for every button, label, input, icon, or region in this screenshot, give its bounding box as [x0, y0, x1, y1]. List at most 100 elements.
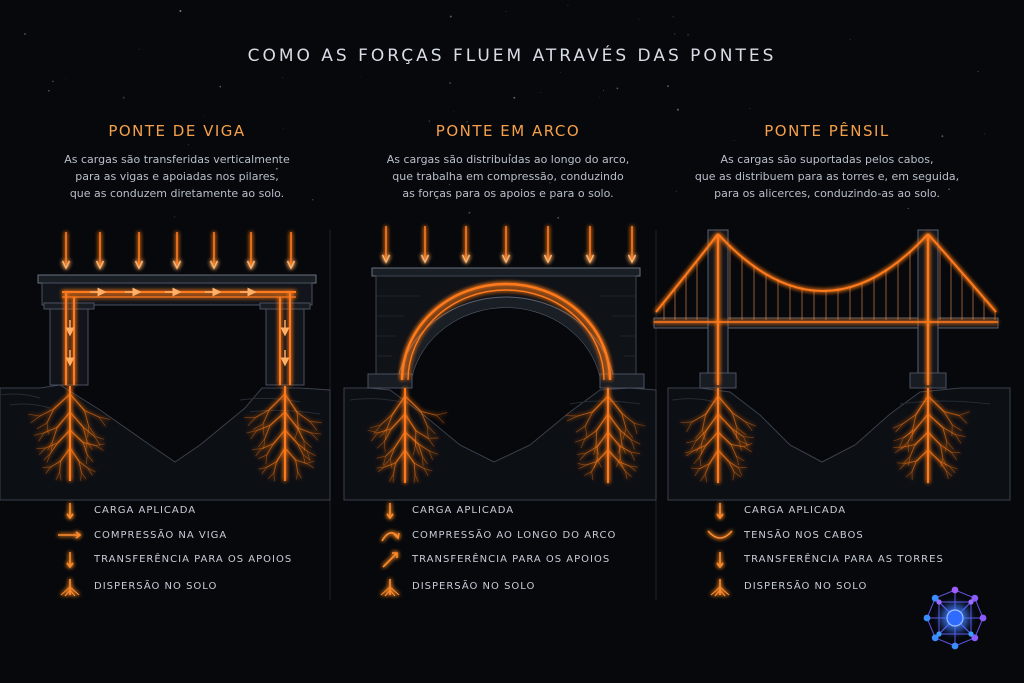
soil-dispersion-roots [367, 388, 448, 483]
legend-label: COMPRESSÃO NA VIGA [94, 530, 228, 541]
star [616, 87, 619, 90]
star [219, 85, 222, 88]
load-arrow-icon [543, 226, 553, 264]
arrow-down-icon [716, 503, 724, 520]
soil-dispersion-roots [244, 386, 322, 482]
star [448, 183, 451, 186]
roots-icon [60, 579, 80, 597]
legend-label: DISPERSÃO NO SOLO [94, 581, 218, 592]
load-arrow-icon [627, 226, 637, 264]
star [849, 38, 851, 40]
star [508, 153, 511, 156]
soil-dispersion-roots [566, 388, 646, 483]
star [559, 72, 561, 74]
star [187, 144, 189, 146]
star [667, 85, 669, 87]
star [414, 48, 416, 50]
star [453, 111, 455, 112]
star [672, 16, 674, 18]
star [449, 82, 451, 84]
legend-label: CARGA APLICADA [744, 505, 847, 516]
star [673, 33, 676, 35]
load-arrow-icon [95, 232, 105, 270]
star [501, 123, 503, 124]
load-arrow-icon [209, 232, 219, 270]
star [466, 191, 468, 193]
legend-label: TRANSFERÊNCIA PARA OS APOIOS [412, 554, 611, 565]
page-title: COMO AS FORÇAS FLUEM ATRAVÉS DAS PONTES [247, 46, 777, 66]
star [495, 54, 497, 56]
right-pier [265, 304, 305, 386]
roots-icon [380, 579, 400, 597]
star [122, 96, 125, 99]
star [338, 5, 339, 7]
star [675, 190, 677, 192]
star [47, 89, 50, 92]
star [428, 120, 431, 122]
soil-dispersion-roots [892, 388, 970, 483]
star [359, 76, 361, 78]
beam-bridge [0, 232, 331, 501]
arrow-right-icon [58, 531, 82, 539]
network-logo-icon [923, 586, 987, 650]
ground-terrain [667, 387, 1011, 501]
load-arrow-icon [585, 226, 595, 264]
star [687, 34, 689, 36]
star [275, 167, 278, 170]
legend-label: CARGA APLICADA [412, 505, 515, 516]
arrow-down-icon [386, 503, 394, 520]
star [599, 96, 601, 98]
load-arrow-icon [246, 232, 256, 270]
star [78, 193, 80, 195]
legend-label: CARGA APLICADA [94, 505, 197, 516]
star [821, 90, 823, 91]
star [449, 15, 452, 18]
suspension-panel-description: As cargas são suportadas pelos cabos, qu… [694, 153, 960, 200]
star [138, 48, 140, 50]
star-field [24, 4, 986, 219]
arrow-down-icon [716, 552, 724, 569]
star [282, 128, 284, 130]
star [282, 77, 284, 79]
star [136, 158, 138, 161]
legend-label: TRANSFERÊNCIA PARA OS APOIOS [94, 554, 293, 565]
diagonal-arrow-icon [382, 552, 398, 568]
star [984, 133, 986, 135]
load-arrow-icon [420, 226, 430, 264]
arc-arrow-icon [381, 532, 400, 542]
legend-label: TENSÃO NOS CABOS [744, 530, 864, 541]
ground-terrain [0, 384, 331, 501]
load-arrow-icon [381, 226, 391, 264]
legend-label: COMPRESSÃO AO LONGO DO ARCO [412, 530, 617, 541]
arch-panel-title: PONTE EM ARCO [435, 122, 581, 140]
load-arrow-icon [286, 232, 296, 270]
star [513, 96, 516, 99]
star [127, 173, 130, 176]
left-pier [49, 304, 89, 386]
star [461, 162, 463, 163]
suspension-bridge [653, 229, 1011, 501]
load-arrow-icon [61, 232, 71, 270]
soil-dispersion-roots [680, 388, 756, 483]
star [65, 77, 67, 79]
star [466, 120, 469, 123]
star [915, 124, 916, 126]
star [603, 89, 605, 91]
star [173, 216, 176, 218]
star [676, 108, 679, 111]
beam-panel-description: As cargas são transferidas verticalmente… [64, 153, 290, 200]
load-arrow-icon [501, 226, 511, 264]
star [549, 181, 551, 184]
load-arrow-icon [134, 232, 144, 270]
beam-panel-title: PONTE DE VIGA [108, 122, 246, 140]
cable-curve-icon [707, 530, 733, 539]
star [172, 7, 173, 9]
star [638, 18, 640, 20]
star [179, 9, 182, 13]
load-arrow-icon [172, 232, 182, 270]
ground-terrain [343, 387, 657, 501]
star [567, 4, 569, 6]
star [243, 193, 246, 196]
star [557, 217, 559, 219]
